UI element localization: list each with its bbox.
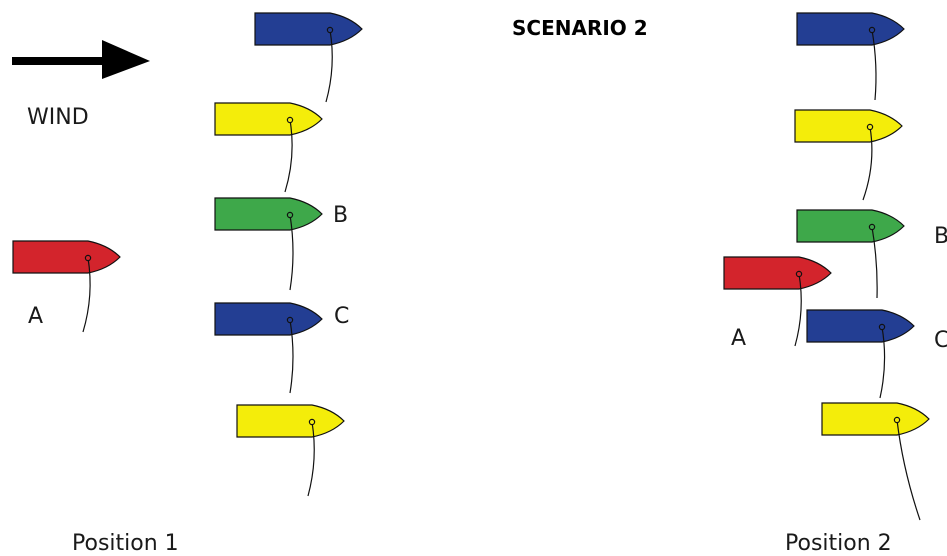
boat-yellow-position-2 [821,402,930,521]
boat-red-a-position-2 [723,256,832,347]
boat-mast [308,418,316,426]
boat-hull [254,12,363,46]
boat-mast [326,26,334,34]
boat-blue-c-position-1 [214,302,323,394]
boat-hull [723,256,832,290]
boat-wake-line [289,214,294,291]
position-1-label: Position 1 [72,531,179,556]
boat-mast [868,223,876,231]
boat-label-c-position-2: C [934,328,947,353]
boat-hull [796,12,905,46]
boat-hull [214,197,323,231]
boat-label-c-position-1: C [334,304,349,329]
boat-mast [286,116,294,124]
boat-mast [893,416,901,424]
boat-wake-line [879,326,886,399]
boats-layer [12,12,930,521]
position-2-label: Position 2 [785,531,892,556]
boat-mast [795,270,803,278]
boat-wake-line [82,257,91,333]
boat-wake-line [871,226,878,299]
boat-hull [214,302,323,336]
boat-blue-c-position-2 [806,309,915,399]
boat-wake-line [871,29,877,101]
boat-yellow-position-2 [794,109,903,201]
boat-label-b-position-2: B [934,224,947,249]
boat-wake-line [284,119,293,193]
boat-blue-position-1 [254,12,363,103]
boat-red-a-position-1 [12,240,121,333]
boat-hull [794,109,903,143]
wind-label: WIND [27,105,89,130]
boat-mast [84,254,92,262]
scenario-title: SCENARIO 2 [512,16,648,40]
boat-wake-line [794,273,802,347]
boat-wake-line [896,419,921,521]
boat-green-b-position-1 [214,197,323,291]
boat-mast [286,316,294,324]
boat-hull [214,102,323,136]
boat-hull [236,404,345,438]
boat-mast [868,26,876,34]
boat-mast [286,211,294,219]
boat-hull [806,309,915,343]
boat-hull [12,240,121,274]
wind-arrow-icon [12,40,150,79]
boat-wake-line [289,319,294,394]
boat-mast [878,323,886,331]
boat-mast [866,123,874,131]
boat-green-b-position-2 [796,209,905,299]
boat-wake-line [862,126,873,201]
boat-hull [796,209,905,243]
boat-label-b-position-1: B [333,203,348,228]
boat-hull [821,402,930,436]
boat-wake-line [307,421,315,497]
boat-wake-line [325,29,333,103]
boat-blue-position-2 [796,12,905,101]
boat-yellow-position-1 [214,102,323,193]
boat-label-a-position-2: A [731,326,746,351]
boat-label-a-position-1: A [28,304,43,329]
boat-yellow-position-1 [236,404,345,497]
